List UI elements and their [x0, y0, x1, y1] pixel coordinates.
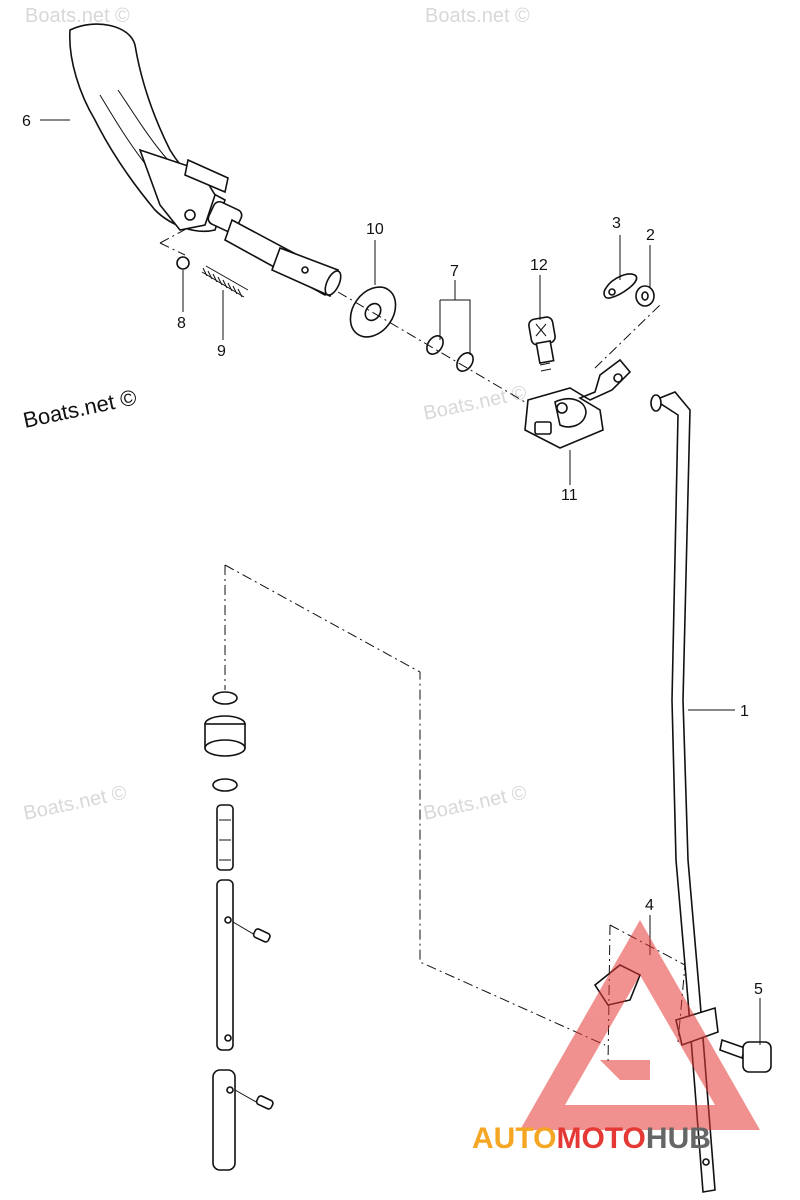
callout-6: 6 — [22, 113, 31, 130]
callout-2: 2 — [646, 227, 655, 244]
washer-small-1 — [426, 335, 444, 355]
washer-small-2 — [456, 352, 474, 372]
watermark-main: Boats.net © — [21, 384, 139, 432]
logo-triangle-notch — [600, 1060, 650, 1080]
dash-line-4b — [607, 924, 611, 1066]
callout-8: 8 — [177, 315, 186, 332]
callout-10: 10 — [366, 221, 384, 238]
callout-4: 4 — [645, 897, 654, 914]
watermark-faint-2: Boats.net © — [425, 5, 530, 27]
bolt-5 — [719, 1038, 772, 1073]
logo-text-hub: HUB — [646, 1122, 711, 1155]
tiller-handle — [69, 23, 342, 298]
watermark-faint-4: Boats.net © — [21, 782, 128, 825]
dash-line-6 — [159, 227, 189, 244]
logo-triangle — [520, 920, 760, 1130]
bracket-11 — [524, 358, 632, 449]
bolt-12 — [528, 316, 556, 372]
grommet-part — [204, 715, 246, 757]
automotohub-logo — [520, 920, 760, 1130]
dash-line-bracket — [594, 304, 661, 369]
washer-2-hole — [641, 291, 649, 301]
shift-rod — [650, 391, 716, 1193]
shift-shaft-upper — [216, 804, 234, 871]
callout-12: 12 — [530, 257, 548, 274]
shift-shaft-lower — [212, 1069, 236, 1171]
callout-11: 11 — [561, 487, 578, 504]
dash-line-lower-2 — [224, 564, 606, 1046]
logo-text-moto: MOTO — [556, 1122, 645, 1155]
clip-3 — [603, 273, 638, 299]
ball-part — [176, 256, 190, 270]
pin-lower — [234, 1089, 274, 1110]
callout-5: 5 — [754, 981, 763, 998]
callout-1: 1 — [740, 703, 749, 720]
callout-3: 3 — [612, 215, 621, 232]
watermark-faint-3: Boats.net © — [421, 382, 528, 425]
oring-upper — [212, 691, 238, 705]
dash-line-shaft — [337, 291, 531, 406]
spring-part — [201, 265, 249, 298]
shift-shaft-middle — [216, 879, 234, 1051]
callout-7: 7 — [450, 263, 459, 280]
watermark-faint-5: Boats.net © — [421, 782, 528, 825]
logo-text: AUTOMOTOHUB — [472, 1122, 711, 1155]
dash-line-8 — [159, 242, 186, 256]
washer-large — [349, 286, 397, 338]
callout-9: 9 — [217, 343, 226, 360]
pin-upper — [232, 921, 271, 943]
watermark-faint-1: Boats.net © — [25, 5, 130, 27]
oring-lower — [212, 778, 238, 792]
leader-7 — [439, 280, 471, 355]
logo-text-auto: AUTO — [472, 1122, 556, 1155]
